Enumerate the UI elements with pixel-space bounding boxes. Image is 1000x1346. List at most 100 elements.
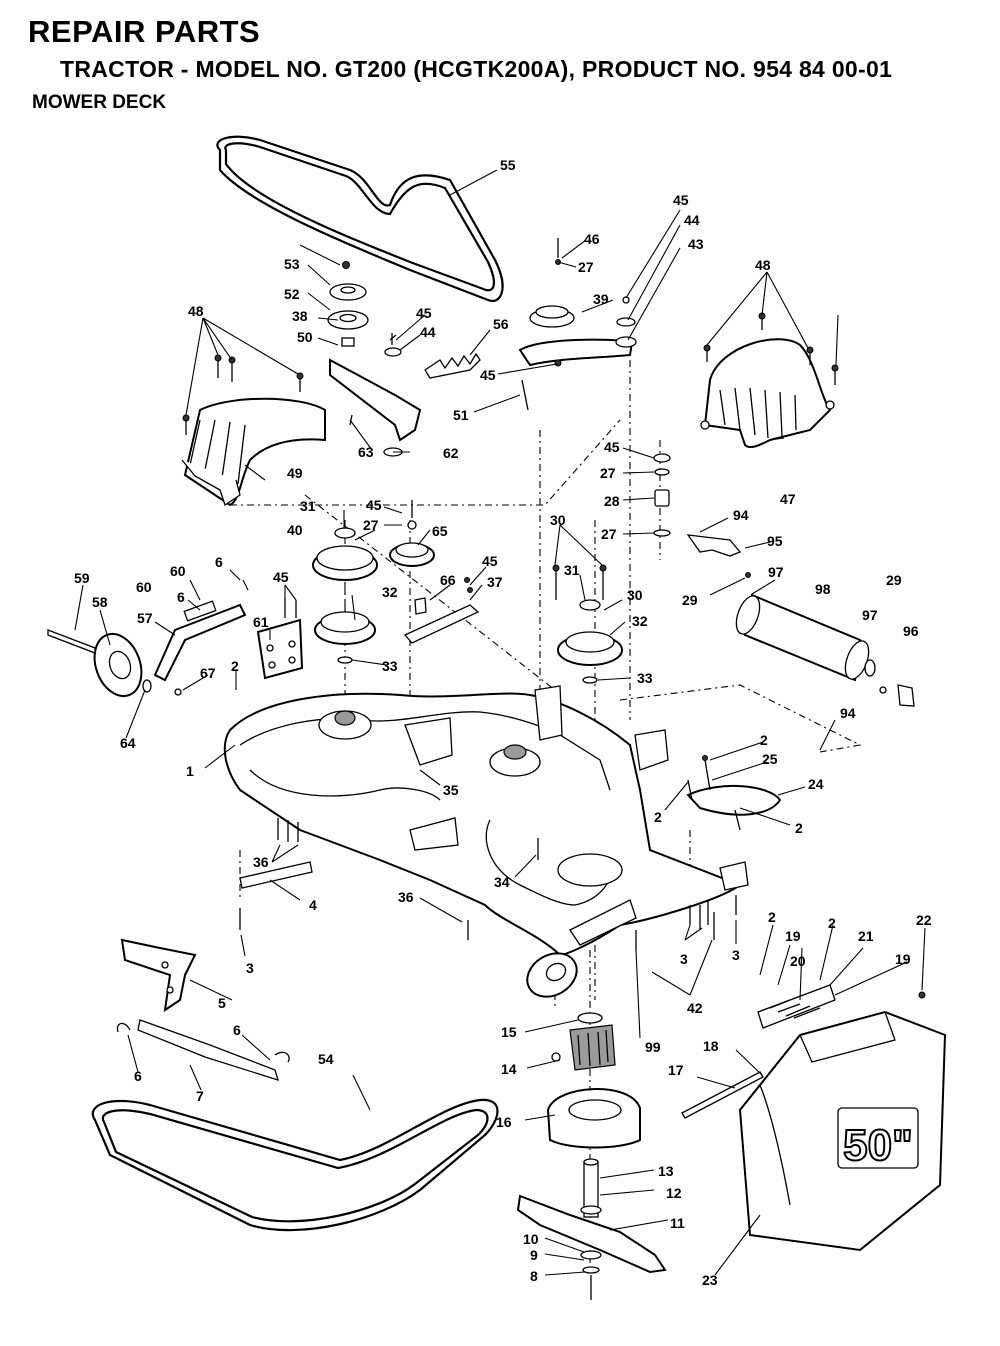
callout-2d: 2 [795,820,803,836]
callout-62: 62 [443,445,459,461]
shaft-13 [580,1158,602,1218]
callout-99: 99 [645,1039,661,1055]
callout-27c: 27 [363,517,379,533]
callout-98: 98 [815,581,831,597]
callout-11: 11 [670,1215,685,1231]
callout-30: 30 [550,512,566,528]
callout-39: 39 [593,291,609,307]
callout-15: 15 [501,1024,517,1040]
callout-5: 5 [218,995,226,1011]
callout-27b: 27 [600,465,616,481]
callout-38: 38 [292,308,308,324]
callout-33b: 33 [637,670,653,686]
callout-66: 66 [440,572,456,588]
callout-4: 4 [309,897,317,913]
callout-2f: 2 [828,915,836,931]
callout-18: 18 [703,1038,719,1054]
callout-30b: 30 [627,587,643,603]
callout-6b: 6 [177,589,185,605]
callout-31b: 31 [564,562,580,578]
callout-22: 22 [916,912,932,928]
callout-2: 2 [231,658,239,674]
page-subtitle: TRACTOR - MODEL NO. GT200 (HCGTK200A), P… [60,56,893,82]
callout-94: 94 [733,507,749,523]
callout-97b: 97 [862,607,878,623]
callout-94b: 94 [840,705,856,721]
callouts: 55 45 46 27 44 43 53 39 52 45 44 38 56 4… [74,157,932,1288]
callout-1: 1 [186,763,194,779]
bracket-61 [256,598,304,680]
pulley-stack-right [552,564,623,684]
callout-48-right: 48 [755,257,771,273]
callout-42: 42 [687,1000,703,1016]
belt-55 [216,135,504,303]
discharge-chute-23: 50" [738,1010,947,1252]
callout-2b: 2 [760,732,768,748]
callout-23: 23 [702,1272,718,1288]
callout-48-left: 48 [188,303,204,319]
callout-60: 60 [170,563,186,579]
callout-64: 64 [120,735,136,751]
spring-20 [757,984,926,1029]
bracket-37 [403,577,480,644]
callout-12: 12 [666,1185,682,1201]
callout-29: 29 [886,572,902,588]
callout-55: 55 [500,157,516,173]
callout-27d: 27 [601,526,617,542]
callout-33: 33 [382,658,398,674]
callout-34: 34 [494,874,510,890]
callout-3b: 3 [680,951,688,967]
callout-40: 40 [287,522,303,538]
callout-14: 14 [501,1061,517,1077]
belt-54 [91,1098,499,1232]
callout-36: 36 [253,854,269,870]
callout-3: 3 [246,960,254,976]
callout-45c: 45 [480,367,496,383]
rod-17 [681,1071,764,1119]
callout-49: 49 [287,465,303,481]
callout-54: 54 [318,1051,334,1067]
gauge-wheel-58 [47,629,152,697]
callout-3c: 3 [732,947,740,963]
callout-47: 47 [780,491,796,507]
callout-27: 27 [578,259,594,275]
rod-7 [116,1019,290,1081]
spacer-stack-28 [653,453,671,537]
callout-6c: 6 [233,1022,241,1038]
belt-cover-47 [700,338,835,449]
callout-28: 28 [604,493,620,509]
callout-29b: 29 [682,592,698,608]
callout-2e: 2 [768,909,776,925]
link-4 [239,861,313,930]
callout-31: 31 [300,498,316,514]
callout-45g: 45 [273,569,289,585]
callout-63: 63 [358,444,374,460]
bracket-5 [120,938,197,1013]
callout-6: 6 [215,554,223,570]
callout-46: 46 [584,231,600,247]
callout-58: 58 [92,594,108,610]
housing-16 [546,1088,641,1149]
callout-43: 43 [688,236,704,252]
callout-36b: 36 [398,889,414,905]
callout-8: 8 [530,1268,538,1284]
callout-45: 45 [673,192,689,208]
callout-2c: 2 [654,809,662,825]
callout-45e: 45 [366,497,382,513]
bracket-95 [686,534,751,578]
deflector-bracket-24 [686,755,782,831]
belt-55-inner [224,142,495,292]
callout-60b: 60 [136,579,152,595]
section-title: MOWER DECK [32,92,167,113]
callout-44: 44 [684,212,700,228]
callout-67: 67 [200,665,216,681]
callout-52: 52 [284,286,300,302]
callout-37: 37 [487,574,503,590]
callout-45d: 45 [604,439,620,455]
callout-50: 50 [297,329,313,345]
callout-32: 32 [382,584,398,600]
callout-45b: 45 [416,305,432,321]
pulley-stack-left [312,527,378,664]
mower-deck-1 [223,685,749,998]
